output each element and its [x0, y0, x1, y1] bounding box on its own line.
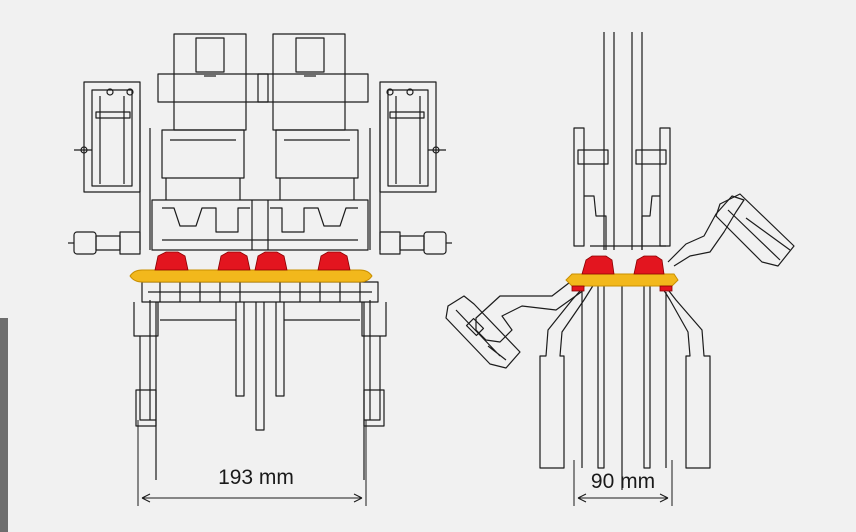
left-side-arm	[74, 81, 141, 193]
right-lever-arm	[667, 193, 795, 267]
left-red-pads	[154, 251, 351, 271]
right-red-pads	[571, 255, 673, 292]
right-bolt	[379, 231, 452, 255]
left-lever-arm	[445, 275, 585, 369]
left-bolt	[68, 231, 141, 255]
right-clamp-bar	[565, 273, 679, 287]
right-width-label: 90 mm	[591, 470, 655, 493]
left-clamp-bar	[129, 269, 373, 283]
right-assembly-side-view	[445, 32, 795, 490]
left-assembly-front-view	[68, 33, 452, 480]
left-edge-bar	[0, 318, 8, 532]
right-side-arm	[379, 81, 446, 193]
left-width-label: 193 mm	[218, 466, 294, 489]
